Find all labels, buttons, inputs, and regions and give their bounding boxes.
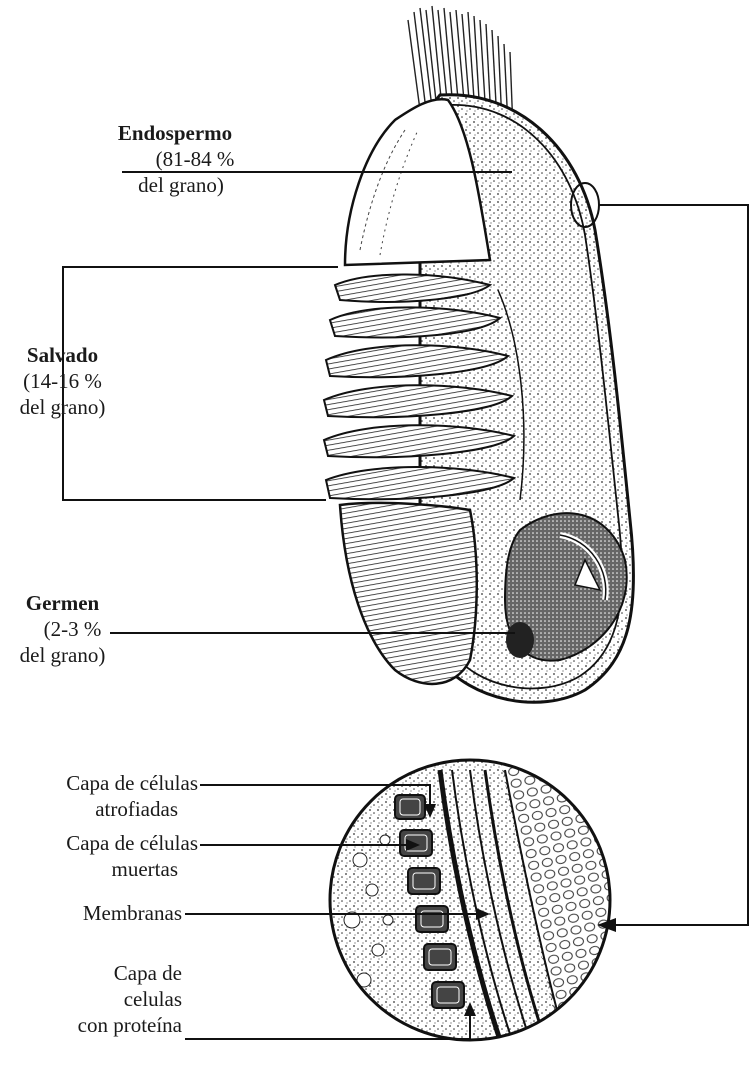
capa-muertas-line2: muertas [0, 856, 198, 882]
label-salvado: Salvado (14-16 % del grano) [0, 342, 125, 420]
label-capa-proteina: Capa de celulas con proteína [0, 960, 182, 1038]
germen-grano: del grano) [0, 642, 125, 668]
label-capa-atrofiadas: Capa de células atrofiadas [0, 770, 198, 822]
endospermo-grano: del grano) [110, 172, 240, 198]
label-membranas: Membranas [0, 900, 182, 926]
label-germen: Germen (2-3 % del grano) [0, 590, 125, 668]
germen-percent: (2-3 % [0, 616, 125, 642]
capa-proteina-line3: con proteína [0, 1012, 182, 1038]
capa-atrofiadas-line2: atrofiadas [0, 796, 198, 822]
capa-proteina-line2: celulas [0, 986, 182, 1012]
magnified-section [330, 735, 676, 1040]
capa-muertas-line1: Capa de células [0, 830, 198, 856]
label-endospermo: Endospermo (81-84 % del grano) [110, 120, 240, 198]
salvado-percent: (14-16 % [0, 368, 125, 394]
membranas-line1: Membranas [0, 900, 182, 926]
label-capa-muertas: Capa de células muertas [0, 830, 198, 882]
germen-title: Germen [0, 590, 125, 616]
endospermo-percent: (81-84 % [110, 146, 240, 172]
salvado-title: Salvado [0, 342, 125, 368]
salvado-grano: del grano) [0, 394, 125, 420]
capa-atrofiadas-line1: Capa de células [0, 770, 198, 796]
kernel-lower-body [340, 503, 477, 684]
capa-proteina-line1: Capa de [0, 960, 182, 986]
endospermo-title: Endospermo [110, 120, 240, 146]
